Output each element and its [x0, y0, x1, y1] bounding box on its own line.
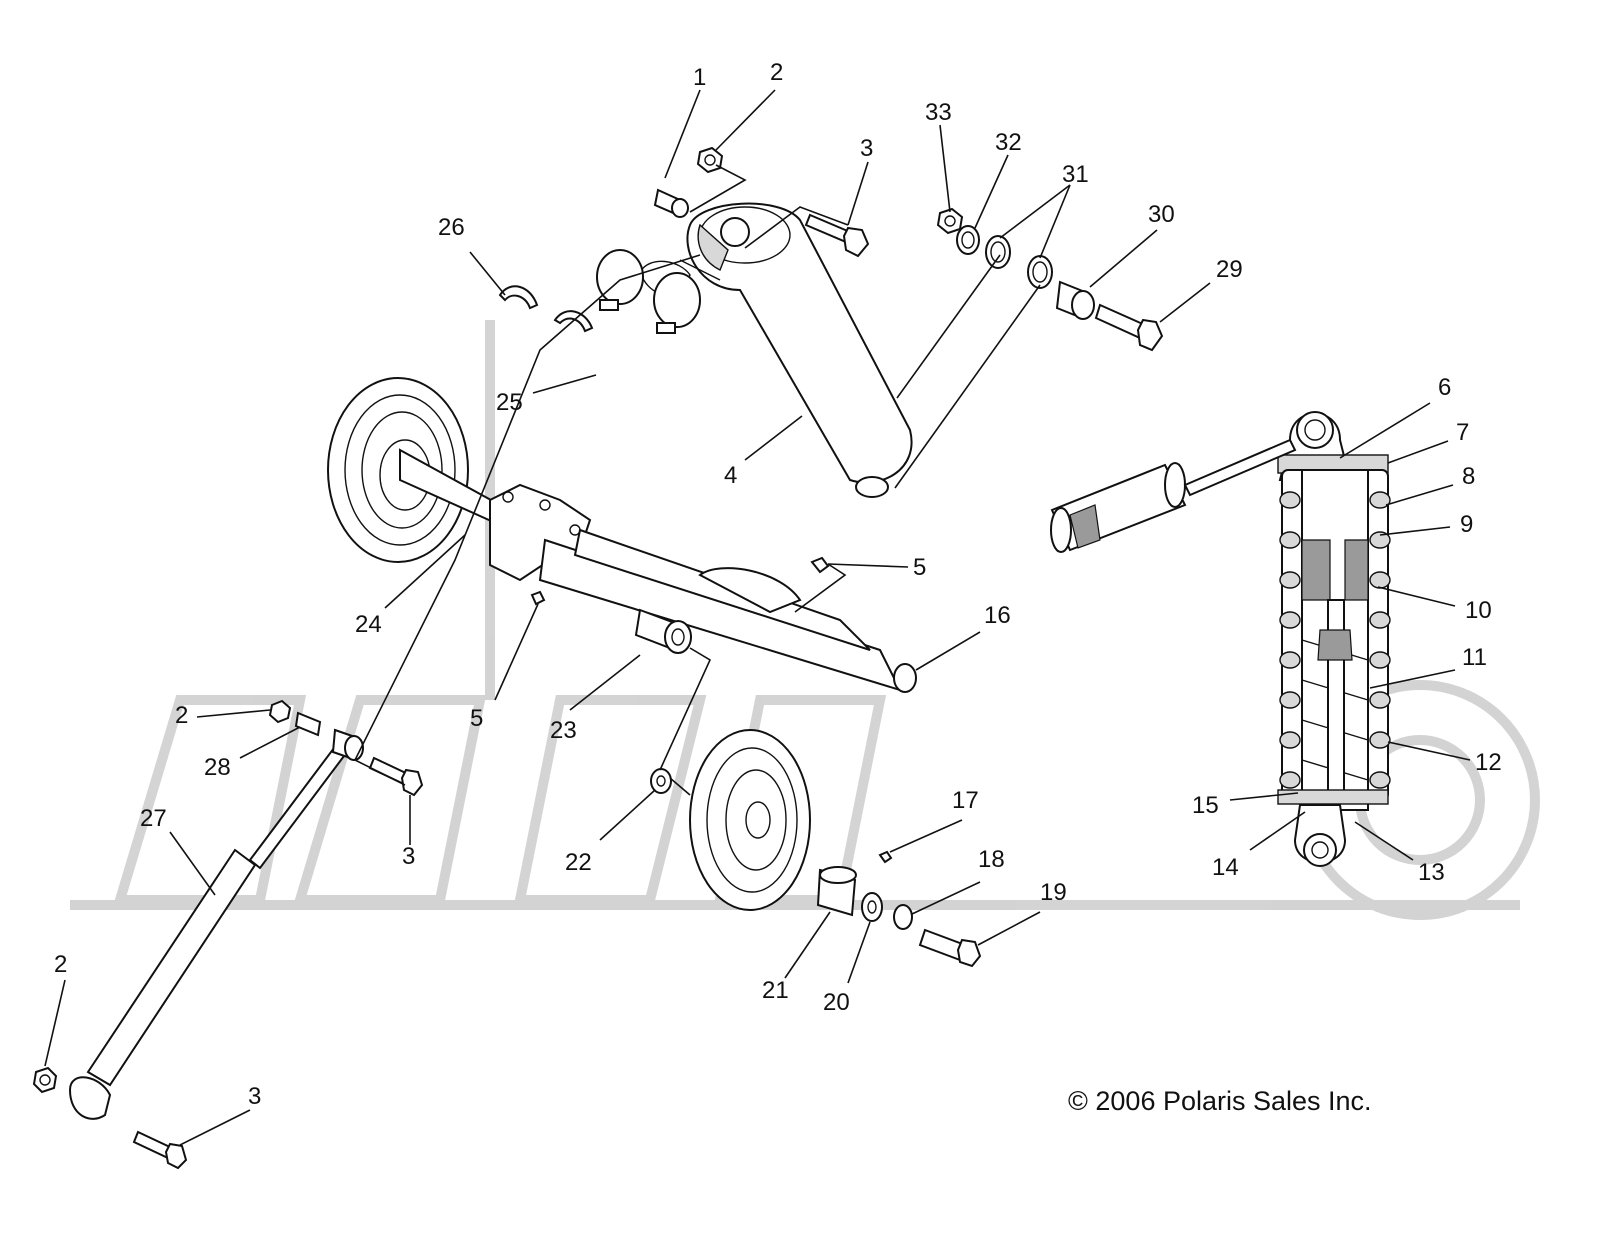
bolt-29 [1094, 303, 1164, 352]
callout-5-left: 5 [470, 705, 483, 732]
callout-11: 11 [1462, 644, 1487, 671]
wheel-24 [327, 377, 469, 563]
callout-13: 13 [1418, 859, 1445, 886]
callout-19: 19 [1040, 879, 1067, 906]
callout-14: 14 [1212, 854, 1239, 881]
callout-1: 1 [693, 64, 706, 91]
reservoir [1050, 438, 1297, 553]
callout-4: 4 [724, 462, 737, 489]
washer-18 [893, 904, 913, 930]
callout-18: 18 [978, 846, 1005, 873]
callout-28: 28 [204, 754, 231, 781]
bolt-3-bottom [132, 1130, 188, 1170]
grease-fitting-5a [810, 556, 830, 574]
nut-33 [936, 207, 964, 235]
callout-24: 24 [355, 611, 382, 638]
callout-7: 7 [1456, 419, 1469, 446]
bushing-23 [634, 608, 692, 654]
washer-22 [650, 768, 672, 794]
callout-27: 27 [140, 805, 167, 832]
callout-25: 25 [496, 389, 523, 416]
callout-labels: 1 2 3 33 32 31 30 29 26 25 4 6 7 8 9 10 … [54, 59, 1502, 1110]
nut-2-mid [268, 699, 292, 724]
washer-32 [956, 225, 980, 255]
callout-9: 9 [1460, 511, 1473, 538]
callout-6: 6 [1438, 374, 1451, 401]
callout-8: 8 [1462, 463, 1475, 490]
bolt-3-mid [368, 756, 424, 797]
clamp-25 [596, 249, 701, 334]
washer-31b [1027, 255, 1053, 289]
callout-3-mid: 3 [402, 843, 415, 870]
callout-2-mid: 2 [175, 702, 188, 729]
bushing-28 [294, 711, 322, 737]
washer-20 [861, 892, 883, 922]
bolt-3-top [804, 213, 870, 258]
nut-2-top [696, 146, 724, 174]
fitting-17 [878, 850, 893, 864]
callout-10: 10 [1465, 597, 1492, 624]
callout-16: 16 [984, 602, 1011, 629]
idler-wheel [689, 729, 811, 911]
callout-2-bottom: 2 [54, 951, 67, 978]
callout-21: 21 [762, 977, 789, 1004]
nut-2-bottom [32, 1066, 58, 1094]
callout-2-top: 2 [770, 59, 783, 86]
callout-33: 33 [925, 99, 952, 126]
copyright-notice: © 2006 Polaris Sales Inc. [1068, 1086, 1372, 1116]
callout-23: 23 [550, 717, 577, 744]
callout-22: 22 [565, 849, 592, 876]
callout-5-right: 5 [913, 554, 926, 581]
callout-12: 12 [1475, 749, 1502, 776]
bolt-19 [918, 928, 982, 968]
bushing-21 [816, 866, 857, 917]
bushing-1 [653, 188, 689, 218]
callout-31: 31 [1062, 161, 1089, 188]
clip-26 [498, 285, 594, 333]
callout-29: 29 [1216, 256, 1243, 283]
callout-20: 20 [823, 989, 850, 1016]
shock-absorber-4 [639, 202, 913, 498]
swing-arm [489, 483, 917, 693]
coil-over-shock [1277, 411, 1391, 867]
callout-30: 30 [1148, 201, 1175, 228]
callout-3-bottom: 3 [248, 1083, 261, 1110]
callout-3-top: 3 [860, 135, 873, 162]
shock-27 [68, 738, 352, 1120]
callout-15: 15 [1192, 792, 1219, 819]
bushing-30 [1055, 280, 1095, 320]
callout-17: 17 [952, 787, 979, 814]
grease-fitting-5b [530, 590, 546, 606]
leader-lines [44, 89, 1471, 1146]
washer-31a [985, 235, 1011, 269]
callout-32: 32 [995, 129, 1022, 156]
callout-26: 26 [438, 214, 465, 241]
